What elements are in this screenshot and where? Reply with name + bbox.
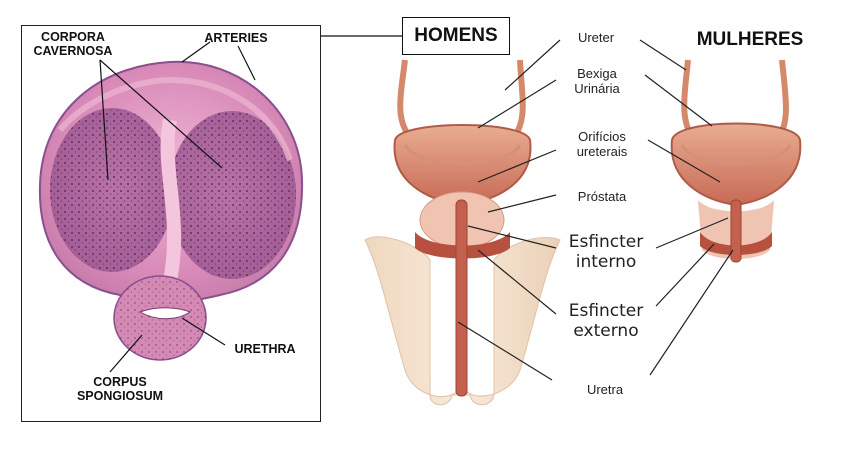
pointer-prostate (487, 194, 557, 213)
histology-frame (21, 25, 321, 422)
pointer-ureter-female (639, 39, 687, 71)
pointer-spongiosum (109, 334, 143, 373)
male-sphincters (415, 232, 510, 259)
label-external-sphincter: Esfincter externo (568, 301, 644, 341)
label-corpus-spongiosum: CORPUS SPONGIOSUM (76, 375, 164, 404)
pointer-orifices-female (647, 139, 721, 183)
pointer-external-female (655, 243, 715, 307)
female-sphincters (700, 232, 772, 255)
label-prostate: Próstata (577, 189, 627, 204)
male-anatomy (364, 39, 561, 406)
pointer-internal-male (467, 225, 557, 249)
female-urethra (730, 199, 742, 263)
label-urethra-histology: URETHRA (234, 342, 296, 356)
male-ureter-left (397, 59, 415, 142)
label-ureteral-orifices: Orifícios ureterais (576, 129, 628, 159)
male-ureter-right (509, 59, 526, 142)
urethra-lumen (138, 307, 192, 320)
pointer-bladder-female (644, 74, 713, 127)
pointer-external-male (477, 249, 557, 315)
female-anatomy (639, 39, 802, 376)
pointer-arteries-2 (237, 45, 256, 81)
label-ureter: Ureter (577, 30, 615, 45)
pointer-urethra-female (649, 249, 734, 376)
label-corpora-cavernosa: CORPORA CAVERNOSA (33, 30, 113, 59)
pointer-corpora-left (99, 59, 109, 181)
pointer-orifices-male (477, 149, 557, 183)
men-heading-box: HOMENS (402, 17, 510, 55)
tunica-outline (57, 76, 293, 161)
label-urethra-anatomy: Uretra (586, 382, 624, 397)
pointer-urethra-male (457, 321, 553, 381)
pointer-arteries-1 (181, 41, 211, 63)
label-arteries: ARTERIES (204, 31, 268, 45)
label-internal-sphincter: Esfincter interno (568, 232, 644, 272)
men-heading: HOMENS (414, 25, 498, 46)
male-scrotum-penis (364, 236, 561, 406)
pointer-bladder-male (477, 79, 557, 129)
pointer-corpora-right (99, 59, 223, 169)
label-bladder: Bexiga Urinária (574, 66, 620, 96)
pointer-internal-female (655, 217, 729, 249)
women-heading: MULHERES (696, 29, 804, 50)
pointer-urethra (181, 317, 226, 346)
male-urethra (455, 199, 468, 397)
histology-section (38, 41, 304, 373)
pointer-ureter-male (504, 39, 561, 91)
